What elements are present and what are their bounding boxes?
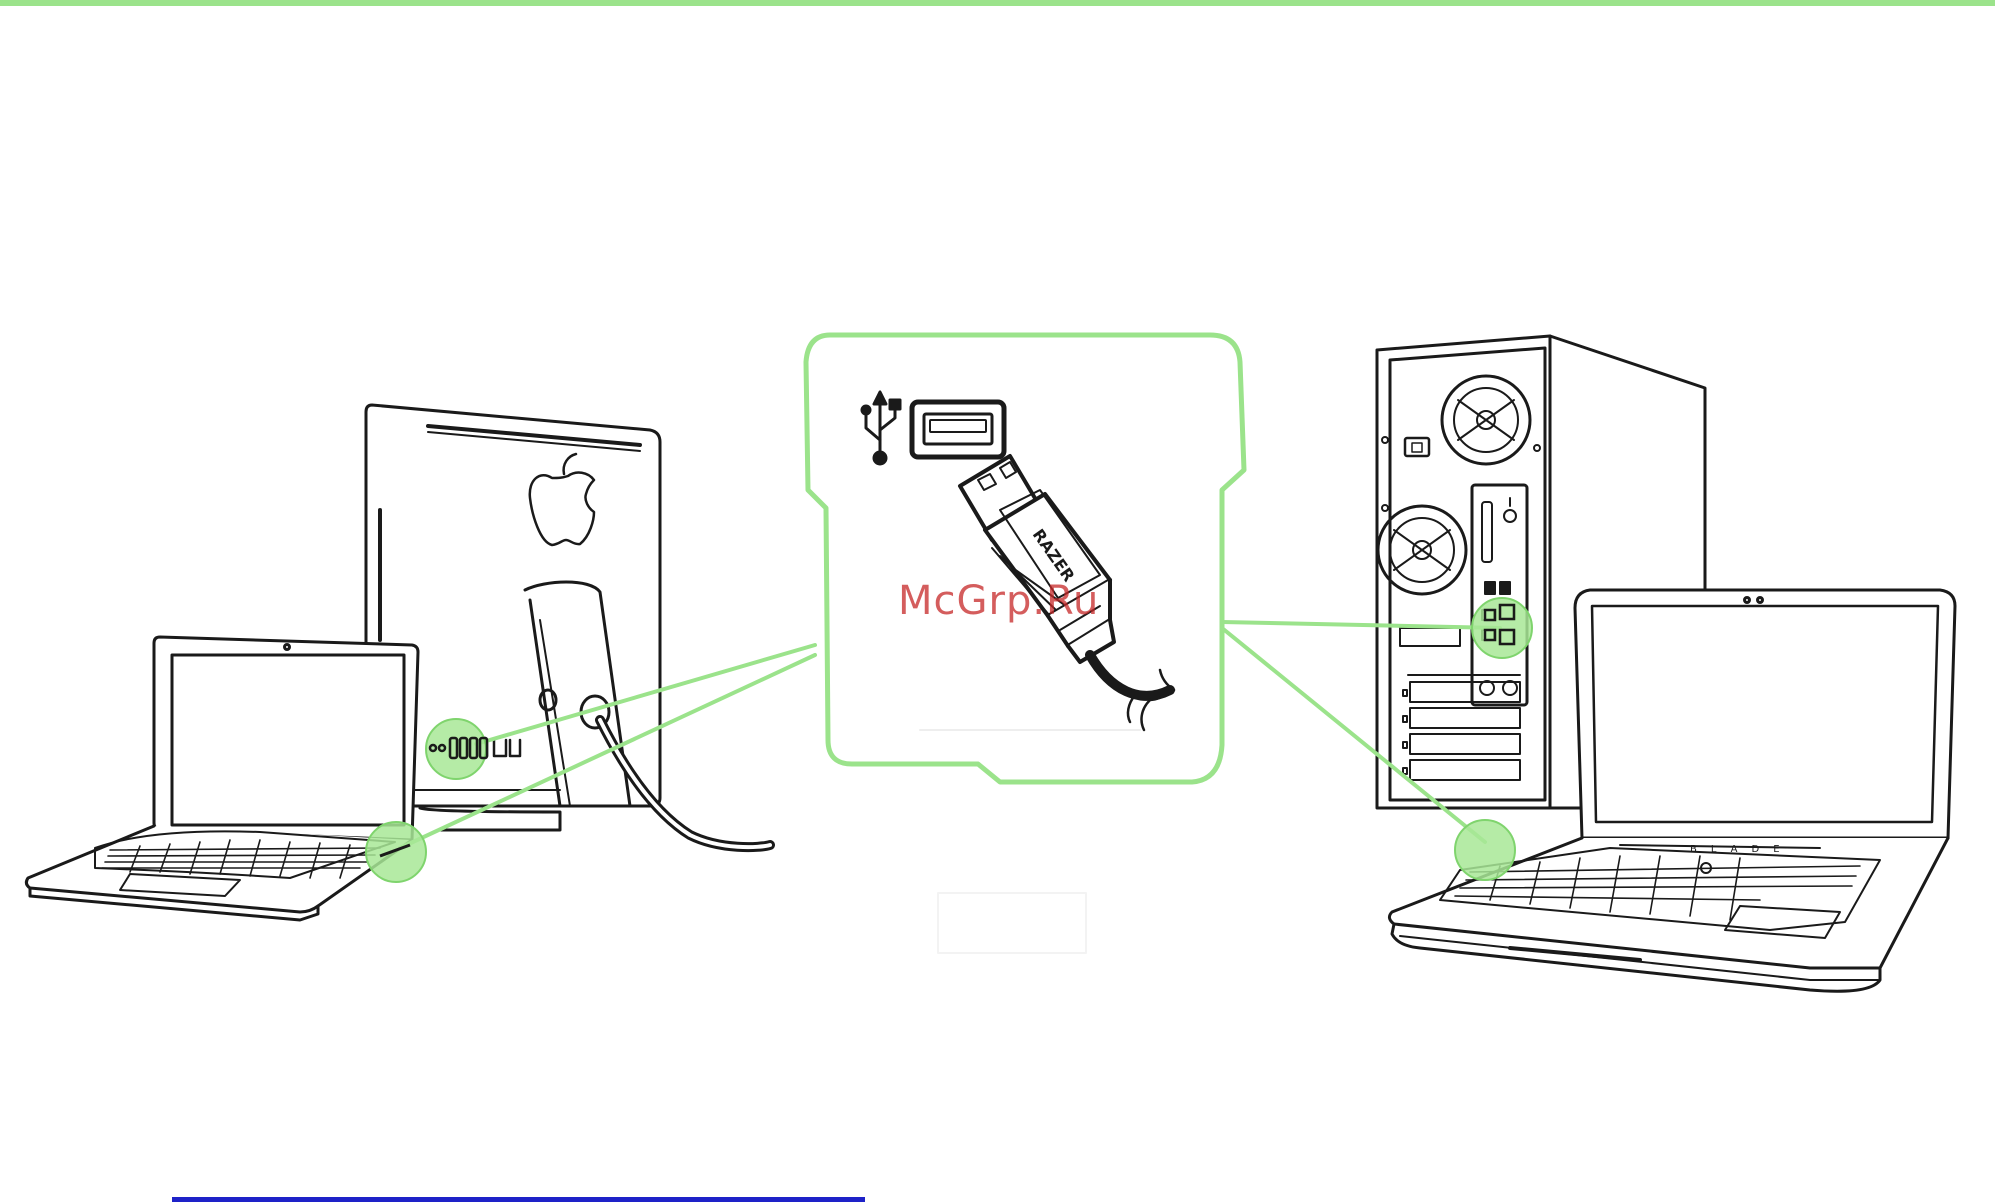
watermark-text: McGrp.Ru xyxy=(898,578,1099,624)
usb-callout: RAZER xyxy=(806,335,1244,782)
bottom-blue-rule xyxy=(172,1197,865,1202)
pc-usb-highlight xyxy=(1472,598,1532,658)
blade-usb-highlight xyxy=(1455,820,1515,880)
imac-desktop xyxy=(366,405,770,847)
macbook-laptop xyxy=(26,637,418,920)
blade-lid-label: BLADE xyxy=(1690,844,1794,855)
io-panel xyxy=(1472,485,1527,705)
macbook-usb-highlight xyxy=(366,822,426,882)
faint-ghost-rect xyxy=(938,893,1086,953)
